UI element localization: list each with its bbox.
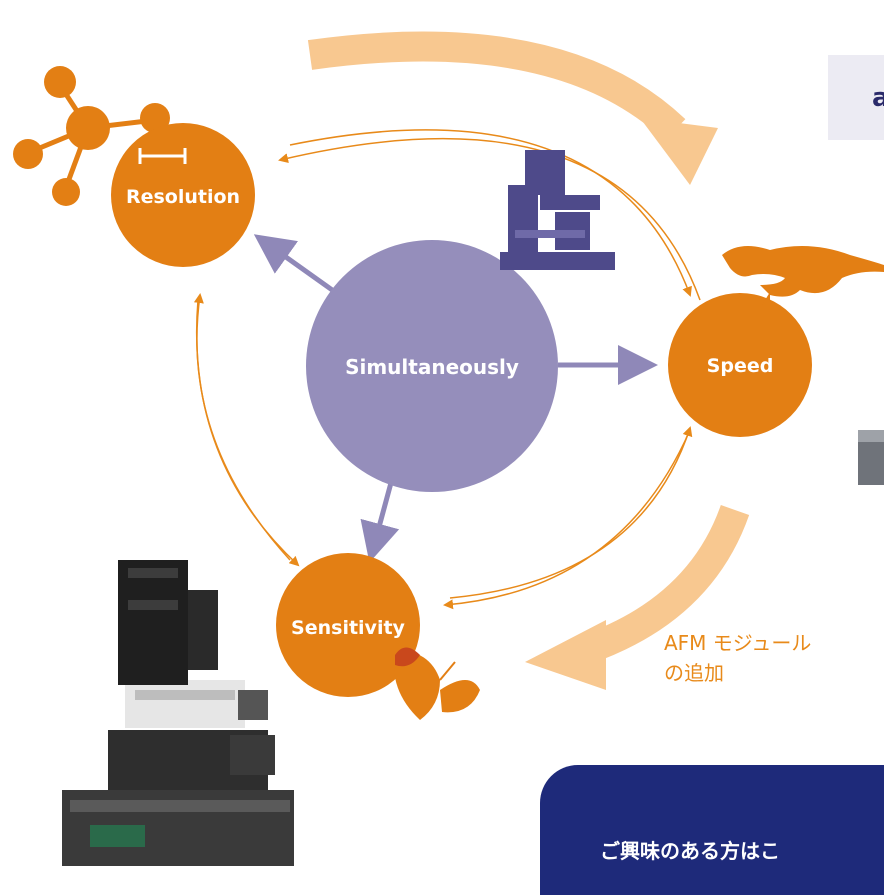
molecule-icon: [13, 66, 170, 206]
afm-instrument-photo: [62, 560, 294, 866]
afm-annotation-line2: の追加: [664, 661, 724, 685]
cheetah-icon: [722, 246, 884, 305]
scale-bar-icon: [138, 148, 187, 164]
speed-label: Speed: [706, 355, 774, 377]
side-box-text: a: [872, 83, 884, 113]
arrow-to-resolution: [253, 234, 337, 295]
sensitivity-label: Sensitivity: [291, 617, 405, 639]
big-arc-bottom: [525, 504, 750, 690]
device-fragment: [858, 430, 884, 485]
contact-cta-text: ご興味のある方はこ: [600, 839, 780, 863]
big-arc-top: [307, 31, 718, 185]
afm-module-annotation: AFM モジュール の追加: [664, 628, 811, 688]
center-node: [306, 240, 558, 492]
diagram-canvas: [13, 31, 884, 866]
afm-annotation-line1: AFM モジュール: [664, 631, 812, 655]
resolution-label: Resolution: [125, 186, 241, 208]
thin-arc-right: [443, 426, 693, 610]
thin-arc-left: [193, 293, 300, 567]
contact-cta-box[interactable]: ご興味のある方はこ: [540, 765, 884, 895]
resolution-node: [111, 123, 255, 267]
sensitivity-node: [276, 553, 420, 697]
microscope-icon: [500, 150, 615, 270]
butterfly-icon: [393, 647, 480, 720]
center-label: Simultaneously: [345, 355, 519, 379]
side-info-box: a: [828, 55, 884, 140]
speed-node: [668, 293, 812, 437]
